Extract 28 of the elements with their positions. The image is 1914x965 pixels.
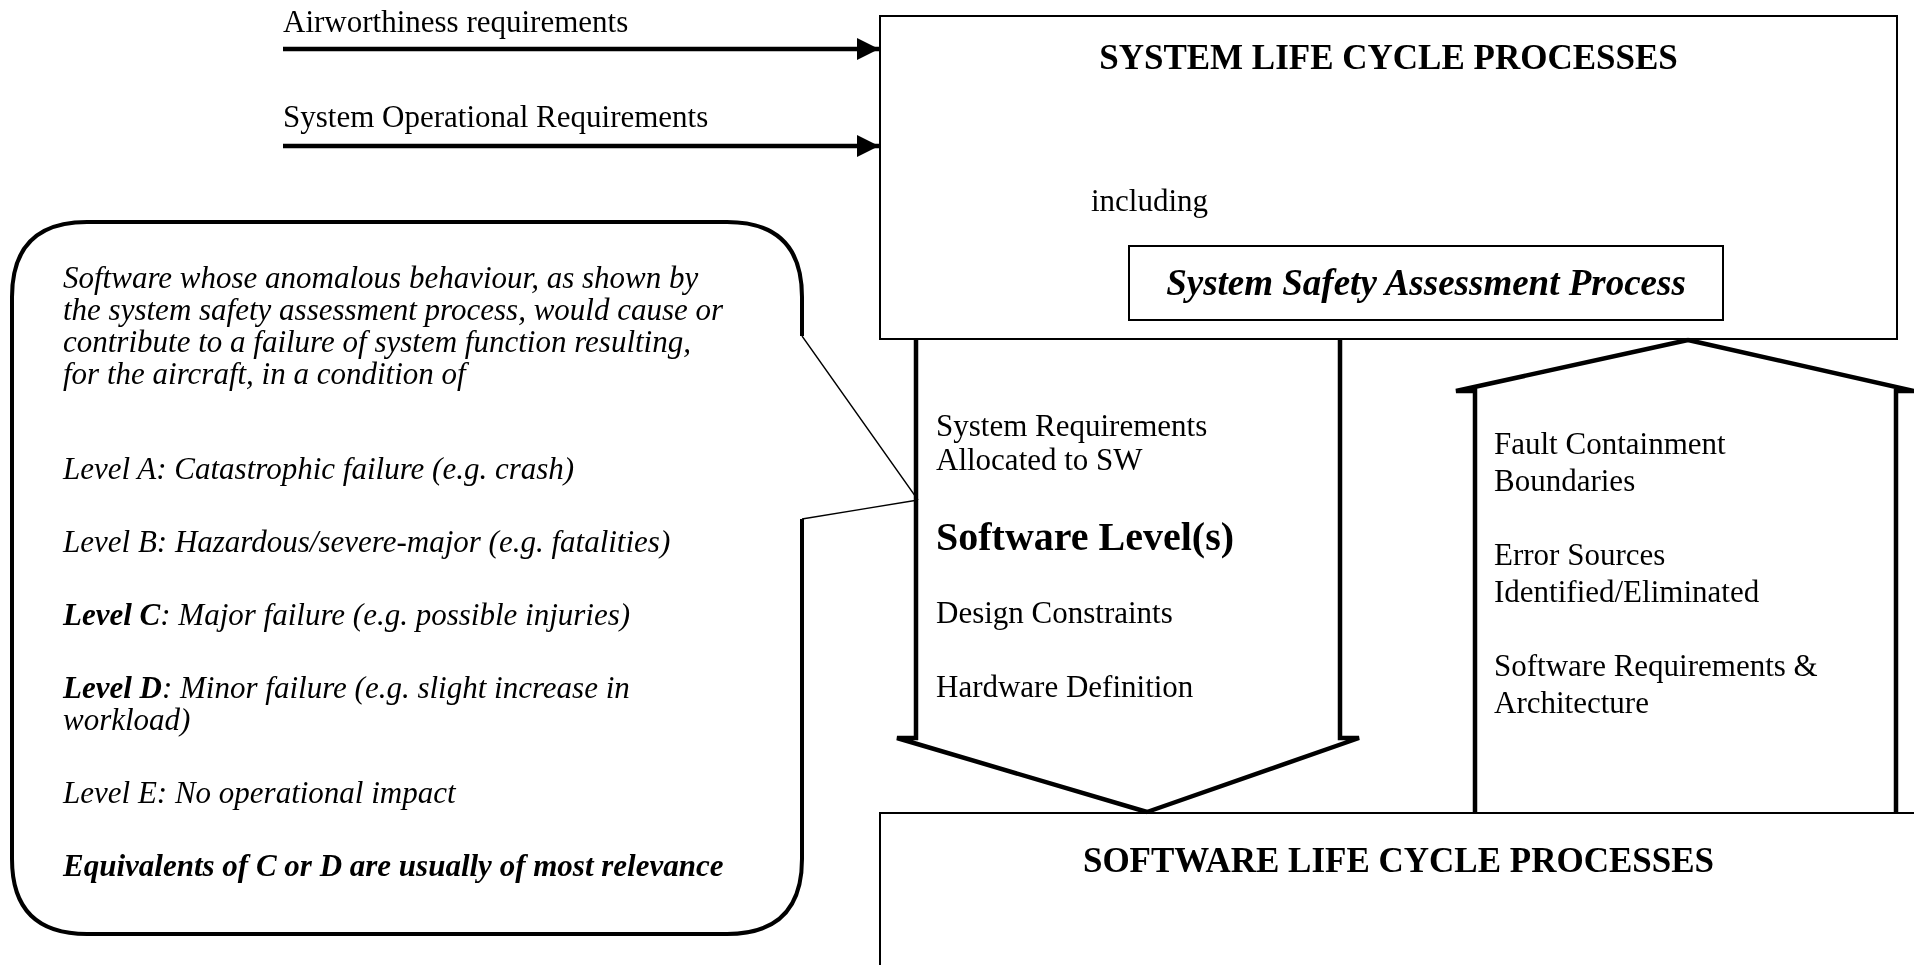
arrow-text: Software Requirements & Architecture xyxy=(1494,647,1819,721)
box-title: SOFTWARE LIFE CYCLE PROCESSES xyxy=(1081,840,1716,881)
callout-text: Level E: No operational impact xyxy=(63,777,457,809)
arrow-text: System Requirements Allocated to SW xyxy=(936,409,1209,477)
callout-text: Level A: Catastrophic failure (e.g. crash) xyxy=(63,453,576,485)
box-title: SYSTEM LIFE CYCLE PROCESSES xyxy=(1098,37,1679,78)
arrow xyxy=(283,37,879,61)
arrow xyxy=(283,134,879,158)
process-box xyxy=(879,15,1898,340)
callout-text: Level B: Hazardous/severe-major (e.g. fatalities) xyxy=(63,526,672,558)
edge-label: System Operational Requirements xyxy=(283,99,709,135)
callout-text: Equivalents of C or D are usually of most relevance xyxy=(63,850,725,882)
box-text: including xyxy=(1091,183,1209,219)
heading-text: Software Level(s) xyxy=(936,514,1236,560)
box-title: System Safety Assessment Process xyxy=(1165,261,1687,304)
process-box xyxy=(1128,245,1724,321)
arrow-text: Hardware Definition xyxy=(936,670,1195,704)
edge-label: Airworthiness requirements xyxy=(283,4,629,40)
process-box xyxy=(879,812,1914,965)
callout-text: Software whose anomalous behaviour, as shown by the system safety assessment process, would cause or contribute to a failure of system function resulting, for the aircraft, in a condition of xyxy=(63,262,725,390)
arrow-text: Design Constraints xyxy=(936,596,1174,630)
callout-bubble xyxy=(12,222,802,934)
callout-text: Level D: Minor failure (e.g. slight increase in workload) xyxy=(63,672,631,736)
block-arrow xyxy=(894,337,1362,815)
arrow-text: Error Sources Identified/Eliminated xyxy=(1494,536,1761,610)
block-arrow xyxy=(1453,337,1914,815)
arrow-text: Fault Containment Boundaries xyxy=(1494,425,1727,499)
callout-text: Level C: Major failure (e.g. possible injuries) xyxy=(63,599,632,631)
